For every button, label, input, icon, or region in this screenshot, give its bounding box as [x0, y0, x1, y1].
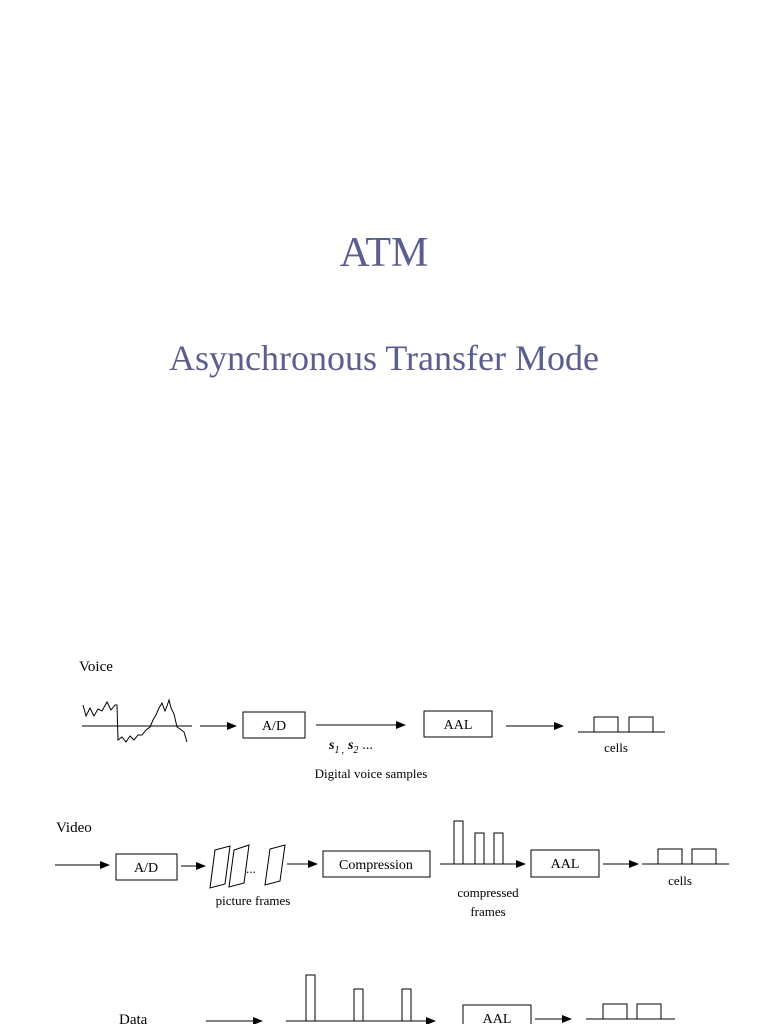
video-compression-box [322, 850, 431, 878]
video-cells-label: cells [668, 873, 692, 888]
voice-samples-notation: s1,s2... [328, 738, 373, 756]
voice-aal-box [423, 710, 493, 738]
video-compressed-frame-bar [453, 820, 464, 865]
video-compression-label: Compression [339, 858, 413, 873]
video-compressed-caption-line1: compressed [457, 885, 519, 900]
data-cell [602, 1003, 628, 1020]
data-cell [636, 1003, 662, 1020]
voice-cells-label: cells [604, 740, 628, 755]
voice-cell [628, 716, 654, 733]
video-aal-label: AAL [551, 857, 580, 872]
voice-samples-caption: Digital voice samples [315, 766, 428, 781]
slide-subtitle: Asynchronous Transfer Mode [169, 338, 599, 378]
video-picture-frame [228, 844, 250, 888]
video-compressed-frame-bar [493, 832, 504, 865]
voice-row: Voice A/D s1,s2... Digital voice samples… [79, 659, 665, 781]
video-ad-box [115, 853, 178, 881]
data-label: Data [119, 1012, 148, 1024]
data-packet-bar [401, 988, 412, 1022]
video-row: Video A/D ... picture frames Compression… [55, 820, 729, 919]
video-cell [691, 848, 717, 865]
video-frames-caption: picture frames [216, 893, 291, 908]
voice-waveform [82, 698, 188, 743]
voice-aal-label: AAL [444, 718, 473, 733]
video-cell [657, 848, 683, 865]
video-compressed-frame-bar [474, 832, 485, 865]
video-aal-box [530, 849, 600, 878]
data-packet-bar [305, 974, 316, 1022]
data-packet-bar [353, 988, 364, 1022]
data-aal-box [462, 1004, 532, 1024]
data-aal-label: AAL [483, 1012, 512, 1024]
voice-cell [593, 716, 619, 733]
video-picture-frame [264, 844, 286, 886]
video-ad-label: A/D [134, 861, 158, 876]
voice-label: Voice [79, 659, 113, 675]
voice-ad-box [242, 711, 306, 739]
video-frames-ellipsis: ... [246, 861, 256, 876]
voice-ad-label: A/D [262, 719, 286, 734]
video-picture-frame [209, 845, 231, 889]
video-label: Video [56, 820, 92, 836]
slide-title: ATM [339, 230, 429, 276]
data-row: Data AAL [119, 974, 675, 1024]
video-compressed-caption-line2: frames [470, 904, 505, 919]
